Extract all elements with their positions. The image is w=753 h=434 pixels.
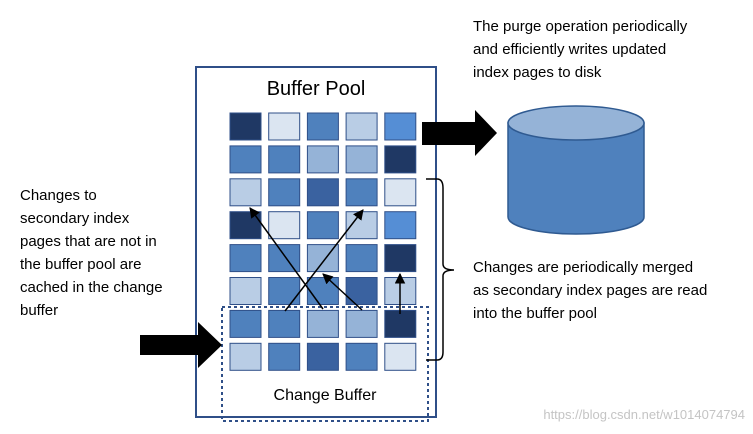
page-cell-r8-c5 <box>384 342 417 371</box>
page-cell-r3-c1 <box>229 178 262 207</box>
merge-caption: Changes are periodically merged as secon… <box>473 259 708 322</box>
buffer-pool-title: Buffer Pool <box>266 78 366 100</box>
page-cell-r8-c1 <box>229 342 262 371</box>
change-buffer-caption: Changes to secondary index pages that ar… <box>20 187 163 319</box>
purge-arrow <box>422 110 497 156</box>
page-cell-r4-c2 <box>268 211 301 240</box>
page-cell-r8-c2 <box>268 342 301 371</box>
page-cell-r6-c2 <box>268 277 301 305</box>
page-cell-r5-c2 <box>268 244 301 273</box>
merge-arrow-2 <box>284 209 364 312</box>
purge-caption: The purge operation periodically and eff… <box>473 18 688 81</box>
page-cell-r4-c3 <box>306 211 339 240</box>
disk-top <box>507 105 645 141</box>
page-cell-r2-c3 <box>306 145 339 174</box>
incoming-changes-arrow <box>140 322 222 368</box>
change-buffer-frame <box>221 306 429 422</box>
page-cell-r2-c4 <box>345 145 378 174</box>
page-cell-r1-c3 <box>306 112 339 141</box>
page-cell-r4-c5 <box>384 211 417 240</box>
page-cell-r5-c1 <box>229 244 262 273</box>
page-cell-r6-c3 <box>306 277 339 305</box>
page-cell-r3-c5 <box>384 178 417 207</box>
merge-arrow-1 <box>249 207 324 310</box>
merge-arrow-3 <box>322 273 363 311</box>
page-cell-r7-c4 <box>345 309 378 338</box>
page-cell-r2-c1 <box>229 145 262 174</box>
page-cell-r2-c2 <box>268 145 301 174</box>
page-cell-r7-c5 <box>384 309 417 338</box>
watermark: https://blog.csdn.net/w1014074794 <box>543 407 745 422</box>
page-cell-r2-c5 <box>384 145 417 174</box>
page-cell-r3-c3 <box>306 178 339 207</box>
merge-arrows <box>249 207 406 314</box>
disk-body <box>507 122 645 235</box>
page-cell-r7-c2 <box>268 309 301 338</box>
merge-bracket <box>426 178 455 361</box>
page-cell-r8-c3 <box>306 342 339 371</box>
page-cell-r6-c1 <box>229 277 262 305</box>
page-cell-r7-c3 <box>306 309 339 338</box>
page-grid <box>229 112 417 371</box>
page-cell-r7-c1 <box>229 309 262 338</box>
page-cell-r8-c4 <box>345 342 378 371</box>
page-cell-r3-c4 <box>345 178 378 207</box>
page-cell-r5-c5 <box>384 244 417 273</box>
page-cell-r1-c5 <box>384 112 417 141</box>
page-cell-r3-c2 <box>268 178 301 207</box>
change-buffer-title: Change Buffer <box>273 387 377 404</box>
disk-icon <box>507 105 645 235</box>
page-cell-r5-c4 <box>345 244 378 273</box>
page-cell-r1-c4 <box>345 112 378 141</box>
page-cell-r1-c1 <box>229 112 262 141</box>
page-cell-r1-c2 <box>268 112 301 141</box>
